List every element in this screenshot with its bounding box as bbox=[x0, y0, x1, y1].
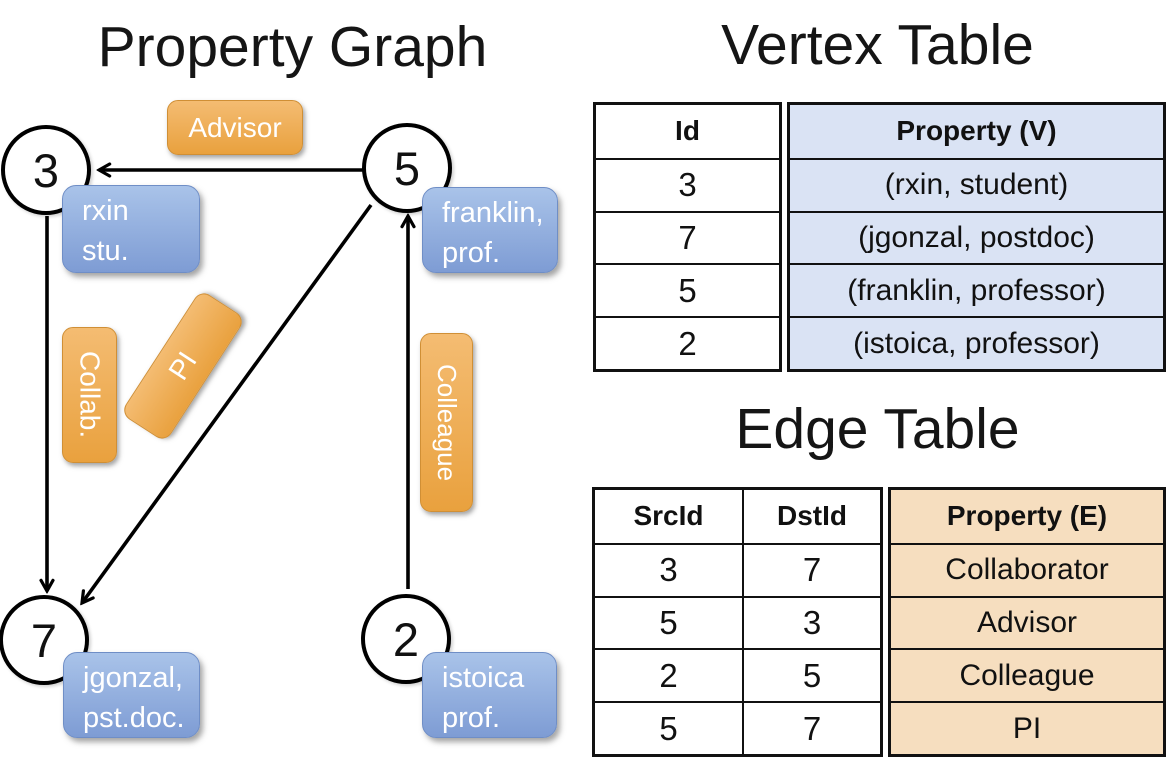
edge-table-dst-cell: 7 bbox=[742, 542, 880, 596]
vertex-table-property-cell: (istoica, professor) bbox=[790, 316, 1163, 369]
edge-table-property-cell: Advisor bbox=[891, 595, 1163, 649]
edge-table-src-cell: 5 bbox=[595, 595, 742, 649]
vertex-property-line: istoica bbox=[442, 662, 525, 694]
edge-table-dst-cell: 3 bbox=[742, 595, 880, 649]
edge-label-advisor: Advisor bbox=[167, 100, 303, 155]
vertex-table-id-cell: 2 bbox=[596, 316, 779, 369]
edge-label-colleague: Colleague bbox=[420, 333, 473, 512]
vertex-node-5: 5 bbox=[362, 123, 452, 213]
edge-table: SrcId DstId 3 7 5 3 2 5 5 7 Property (E)… bbox=[592, 487, 1166, 757]
vertex-property-line: prof. bbox=[442, 702, 501, 735]
edge-table-title: Edge Table bbox=[735, 397, 1020, 461]
vertex-property-line: prof. bbox=[442, 237, 501, 270]
edge-table-src-cell: 5 bbox=[595, 701, 742, 754]
edge-table-src-dst-columns: SrcId DstId 3 7 5 3 2 5 5 7 bbox=[592, 487, 883, 757]
edge-table-dst-cell: 5 bbox=[742, 648, 880, 702]
vertex-table-property-cell: (jgonzal, postdoc) bbox=[790, 210, 1163, 264]
edge-label-colleague-text: Colleague bbox=[432, 363, 462, 482]
edge-table-dst-cell: 7 bbox=[742, 701, 880, 754]
edge-table-header-dstid: DstId bbox=[742, 490, 880, 543]
edge-label-collab-text: Collab. bbox=[74, 351, 106, 439]
edge-label-collab: Collab. bbox=[62, 327, 117, 463]
vertex-property-box-2: istoica prof. bbox=[422, 652, 557, 738]
vertex-table-header-property: Property (V) bbox=[896, 115, 1057, 147]
vertex-property-line: franklin, bbox=[442, 197, 544, 229]
edge-table-header-property: Property (E) bbox=[946, 500, 1108, 532]
vertex-property-line: pst.doc. bbox=[83, 702, 185, 735]
vertex-node-3: 3 bbox=[1, 125, 91, 215]
vertex-table-property-column: Property (V) (rxin, student) (jgonzal, p… bbox=[787, 102, 1166, 372]
vertex-table-title: Vertex Table bbox=[721, 13, 1034, 77]
vertex-property-box-7: jgonzal, pst.doc. bbox=[63, 652, 200, 738]
vertex-table-id-column: Id 3 7 5 2 bbox=[593, 102, 782, 372]
vertex-table-id-cell: 5 bbox=[596, 263, 779, 316]
property-graph-title: Property Graph bbox=[97, 15, 488, 79]
vertex-table-header-id: Id bbox=[675, 115, 700, 147]
vertex-property-line: stu. bbox=[82, 235, 129, 268]
edge-table-property-cell: PI bbox=[891, 701, 1163, 754]
vertex-table-property-cell: (franklin, professor) bbox=[790, 263, 1163, 316]
vertex-table-id-cell: 7 bbox=[596, 210, 779, 264]
edge-table-property-column: Property (E) Collaborator Advisor Collea… bbox=[888, 487, 1166, 757]
edge-label-pi: PI bbox=[120, 289, 246, 443]
vertex-property-line: rxin bbox=[82, 195, 129, 227]
vertex-table: Id 3 7 5 2 Property (V) (rxin, student) … bbox=[593, 102, 1166, 372]
vertex-property-box-3: rxin stu. bbox=[62, 185, 200, 273]
edge-table-header-srcid: SrcId bbox=[633, 500, 704, 532]
vertex-table-property-cell: (rxin, student) bbox=[790, 157, 1163, 211]
vertex-table-id-cell: 3 bbox=[596, 157, 779, 211]
vertex-property-line: jgonzal, bbox=[83, 662, 183, 694]
edge-table-src-cell: 2 bbox=[595, 648, 742, 701]
edge-table-property-cell: Colleague bbox=[891, 648, 1163, 701]
vertex-property-box-5: franklin, prof. bbox=[422, 187, 558, 273]
edge-table-property-cell: Collaborator bbox=[891, 542, 1163, 596]
edge-table-src-cell: 3 bbox=[595, 542, 742, 596]
